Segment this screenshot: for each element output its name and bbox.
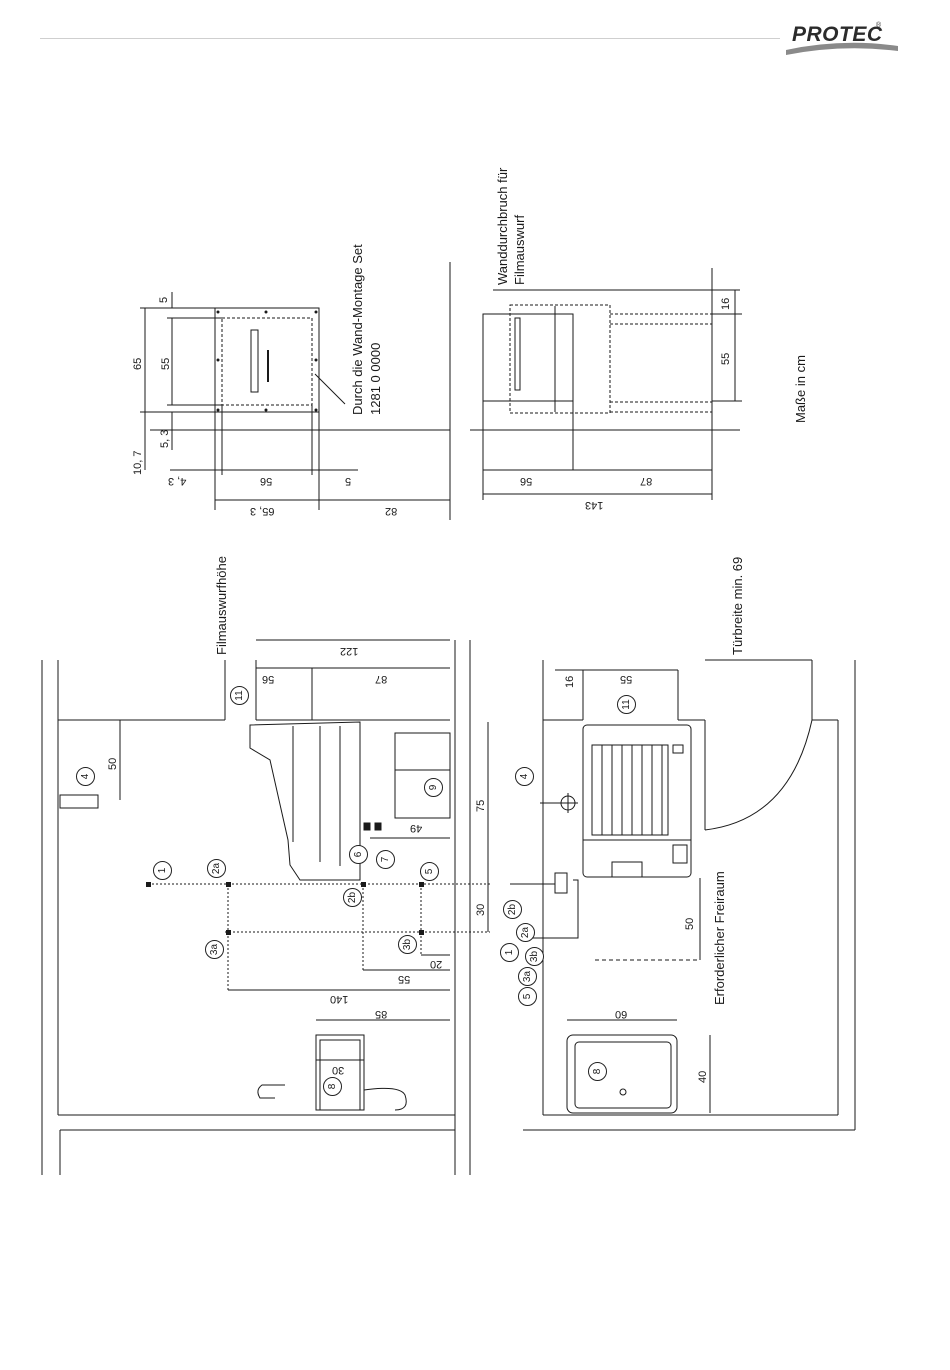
callout-2a: 2a xyxy=(207,859,226,878)
door-width-label: Türbreite min. 69 xyxy=(730,557,745,655)
dim-65-3: 65, 3 xyxy=(250,505,275,517)
free-space-text: Erforderlicher Freiraum xyxy=(712,871,727,1005)
wall-opening-label: Wanddurchbruch für xyxy=(495,168,510,285)
dim-30-sink: 30 xyxy=(332,1064,345,1076)
dim-49: 49 xyxy=(410,822,423,834)
wall-mount-set-number: 1281 0 0000 xyxy=(368,343,383,415)
dim-122: 122 xyxy=(340,645,359,657)
dim-55-plan: 55 xyxy=(398,973,411,985)
units-label: Maße in cm xyxy=(793,355,808,423)
logo-swoosh-icon xyxy=(786,42,898,55)
dim-55-right: 55 xyxy=(620,673,633,685)
wall-mount-set-line2: 1281 0 0000 xyxy=(368,342,383,415)
callout-right-1: 1 xyxy=(500,943,519,962)
unit-9 xyxy=(394,732,451,819)
wall-mount-view xyxy=(140,262,451,520)
callout-5: 5 xyxy=(420,862,439,881)
dim-30-plan: 30 xyxy=(475,903,487,916)
mount-plate-inner xyxy=(221,317,313,406)
dim-10-7: 10, 7 xyxy=(132,450,144,475)
dim-56-opening: 56 xyxy=(520,475,533,487)
dim-5-mount: 5 xyxy=(345,475,352,487)
dim-16-opening: 16 xyxy=(720,297,732,310)
logo-text: PROTEC xyxy=(792,23,883,46)
protec-logo: PROTEC ® xyxy=(782,20,902,60)
callout-right-3b: 3b xyxy=(525,947,544,966)
dim-16-right: 16 xyxy=(564,675,576,688)
callout-2b: 2b xyxy=(343,888,362,907)
callout-right-3a: 3a xyxy=(518,967,537,986)
dim-50-right: 50 xyxy=(684,917,696,930)
dim-82: 82 xyxy=(385,505,398,517)
wall-opening-line1: Wanddurchbruch für xyxy=(495,167,510,285)
machine-top-view xyxy=(582,724,692,878)
dim-20: 20 xyxy=(430,958,443,970)
dim-87-plan: 87 xyxy=(375,673,388,685)
dim-65: 65 xyxy=(132,357,144,370)
callout-right-2b: 2b xyxy=(503,900,522,919)
dim-60: 60 xyxy=(615,1008,628,1020)
callout-right-2a: 2a xyxy=(516,923,535,942)
dim-5-3: 5, 3 xyxy=(159,429,171,448)
dim-40: 40 xyxy=(697,1070,709,1083)
units-text: Maße in cm xyxy=(793,355,808,423)
callout-6: 6 xyxy=(349,845,368,864)
mount-plate-outer xyxy=(214,307,320,413)
free-space-label: Erforderlicher Freiraum xyxy=(712,871,727,1005)
wall-mount-set-line1: Durch die Wand-Montage Set xyxy=(350,244,365,415)
wall-mount-set-label: Durch die Wand-Montage Set xyxy=(350,244,365,415)
callout-3b: 3b xyxy=(398,935,417,954)
dim-50-pipe: 50 xyxy=(107,757,119,770)
film-output-height-label: Filmauswurfhöhe xyxy=(214,556,229,655)
dim-85: 85 xyxy=(375,1008,388,1020)
wall-opening-label-2: Filmauswurf xyxy=(512,215,527,285)
dim-75: 75 xyxy=(475,799,487,812)
mount-slot xyxy=(250,329,259,393)
dim-4-3: 4, 3 xyxy=(168,475,187,487)
wall-opening-view xyxy=(470,268,742,500)
door-width-text: Türbreite min. 69 xyxy=(730,556,745,655)
dim-55-top: 55 xyxy=(160,357,172,370)
callout-7: 7 xyxy=(376,850,395,869)
dim-87-opening: 87 xyxy=(640,475,653,487)
callout-right-5: 5 xyxy=(518,987,537,1006)
callout-right-8: 8 xyxy=(588,1062,607,1081)
dim-140: 140 xyxy=(330,993,349,1005)
dim-55-opening: 55 xyxy=(720,352,732,365)
dim-5-top: 5 xyxy=(158,296,170,303)
callout-right-11: 11 xyxy=(617,695,636,714)
callout-4: 4 xyxy=(76,767,95,786)
callout-3a: 3a xyxy=(205,940,224,959)
dim-143: 143 xyxy=(585,499,604,511)
header-rule xyxy=(40,38,780,39)
logo-registered-mark: ® xyxy=(876,22,882,29)
floor-plan-left xyxy=(41,639,490,1175)
callout-9: 9 xyxy=(424,778,443,797)
dim-56-mount: 56 xyxy=(260,475,273,487)
callout-right-4: 4 xyxy=(515,767,534,786)
wall-opening-line2: Filmauswurf xyxy=(512,214,527,285)
film-output-height-text: Filmauswurfhöhe xyxy=(214,556,229,655)
callout-8: 8 xyxy=(323,1077,342,1096)
floor-plan-right xyxy=(510,659,856,1131)
callout-1: 1 xyxy=(153,861,172,880)
dim-56-plan: 56 xyxy=(262,673,275,685)
callout-11: 11 xyxy=(230,686,249,705)
machine-outline xyxy=(482,313,574,402)
